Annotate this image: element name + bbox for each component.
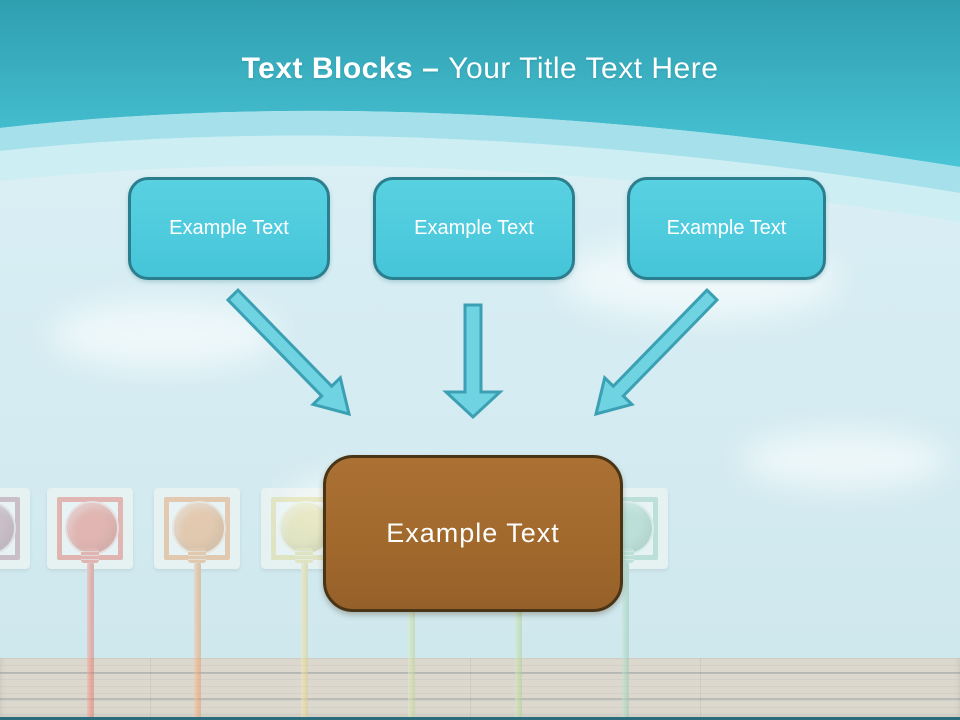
outlet-plate xyxy=(0,488,30,569)
power-cord xyxy=(514,562,522,720)
text-block-1-label: Example Text xyxy=(169,217,289,239)
header-band-1 xyxy=(0,110,960,193)
header-teal-area xyxy=(0,0,960,167)
power-cord xyxy=(407,562,415,720)
plank-seam xyxy=(470,658,471,720)
text-block-3-label: Example Text xyxy=(666,217,787,239)
cloud xyxy=(740,430,950,490)
plug-icon xyxy=(172,501,226,555)
header-curve xyxy=(0,0,960,222)
plank-line xyxy=(0,672,960,674)
plug-grip xyxy=(295,548,313,563)
plug-grip xyxy=(81,548,99,563)
power-cord xyxy=(86,562,94,720)
plank-seam xyxy=(700,658,701,720)
result-block[interactable]: Example Text xyxy=(323,455,623,612)
plug-icon xyxy=(65,501,119,555)
bottom-edge-bar xyxy=(0,717,960,720)
slide-title-bold: Text Blocks – xyxy=(241,52,440,85)
outlet-orange xyxy=(154,488,240,720)
result-block-label: Example Text xyxy=(386,518,560,548)
power-cord xyxy=(193,562,201,720)
outlet-purple xyxy=(0,488,30,720)
plank-seam xyxy=(150,658,151,720)
plug-grip xyxy=(188,548,206,563)
header-band-2 xyxy=(0,135,960,222)
plank-line xyxy=(0,698,960,700)
power-cord xyxy=(621,562,629,720)
outlet-plate xyxy=(47,488,133,569)
floor xyxy=(0,658,960,720)
slide-title[interactable]: Text Blocks –Your Title Text Here xyxy=(0,52,960,86)
text-block-3[interactable]: Example Text xyxy=(627,177,826,280)
power-cord xyxy=(300,562,308,720)
text-block-1[interactable]: Example Text xyxy=(128,177,330,280)
outlet-red xyxy=(47,488,133,720)
outlet-plate xyxy=(154,488,240,569)
text-block-2-label: Example Text xyxy=(414,217,534,239)
slide-title-regular: Your Title Text Here xyxy=(448,52,719,85)
text-block-2[interactable]: Example Text xyxy=(373,177,575,280)
